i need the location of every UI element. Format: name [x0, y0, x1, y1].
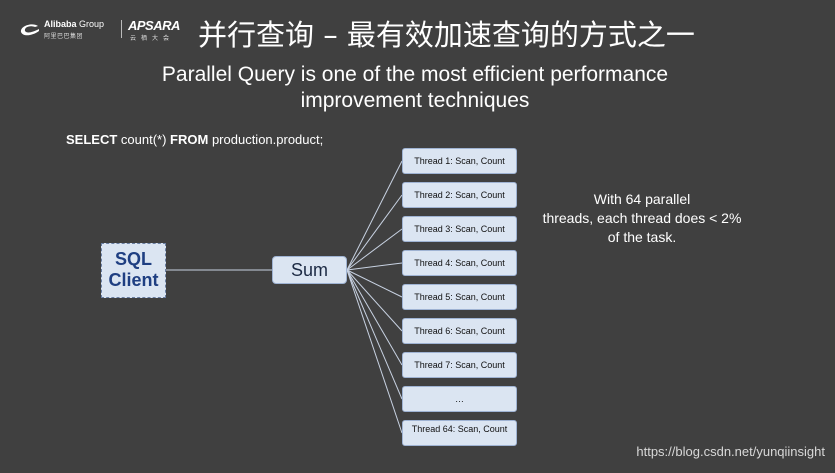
sql-from-keyword: FROM	[170, 132, 209, 147]
source-watermark: https://blog.csdn.net/yunqiinsight	[636, 444, 825, 459]
title-chinese: 并行查询 – 最有效加速查询的方式之一	[198, 18, 695, 52]
parallel-note: With 64 parallel threads, each thread do…	[542, 191, 742, 245]
thread-box-7: Thread 7: Scan, Count	[402, 352, 517, 378]
sum-to-thread-connector	[346, 262, 403, 271]
thread-box-5: Thread 5: Scan, Count	[402, 284, 517, 310]
thread-box-4: Thread 4: Scan, Count	[402, 250, 517, 276]
sql-client-box: SQL Client	[101, 243, 166, 298]
apsara-logo-text: APSARA	[128, 18, 180, 33]
thread-box-6: Thread 6: Scan, Count	[402, 318, 517, 344]
client-label-line2: Client	[108, 270, 159, 290]
thread-box-3: Thread 3: Scan, Count	[402, 216, 517, 242]
alibaba-group-logo: Alibaba Group 阿里巴巴集团	[18, 18, 116, 44]
sum-box: Sum	[272, 256, 347, 284]
thread-box-1: Thread 1: Scan, Count	[402, 148, 517, 174]
title-english: Parallel Query is one of the most effici…	[161, 63, 669, 112]
thread-box-64: Thread 64: Scan, Count	[402, 420, 517, 446]
alibaba-mark-icon	[20, 24, 39, 36]
sum-to-thread-connector	[346, 160, 403, 271]
apsara-logo-subtext: 云栖大会	[130, 36, 175, 42]
logo-divider	[121, 20, 122, 38]
sql-table-name: production.product;	[208, 132, 324, 147]
alibaba-logo-text: Alibaba Group	[44, 19, 105, 29]
client-label-line1: SQL	[114, 249, 152, 269]
thread-box-ellipsis: …	[402, 386, 517, 412]
sum-to-thread-connector	[346, 269, 403, 434]
apsara-logo: APSARA 云栖大会	[128, 16, 188, 42]
sum-to-thread-connector	[346, 269, 403, 366]
sum-to-thread-connector	[346, 194, 403, 271]
sql-count-expression: count(*)	[117, 132, 171, 147]
alibaba-logo-subtext: 阿里巴巴集团	[44, 34, 84, 40]
sql-select-keyword: SELECT	[66, 132, 118, 147]
sum-to-thread-connector	[346, 269, 403, 400]
sql-statement: SELECT count(*) FROM production.product;	[66, 132, 323, 147]
thread-box-2: Thread 2: Scan, Count	[402, 182, 517, 208]
sum-to-thread-connector	[346, 228, 403, 271]
sum-to-thread-connector	[346, 269, 403, 332]
sum-to-thread-connector	[346, 269, 403, 298]
